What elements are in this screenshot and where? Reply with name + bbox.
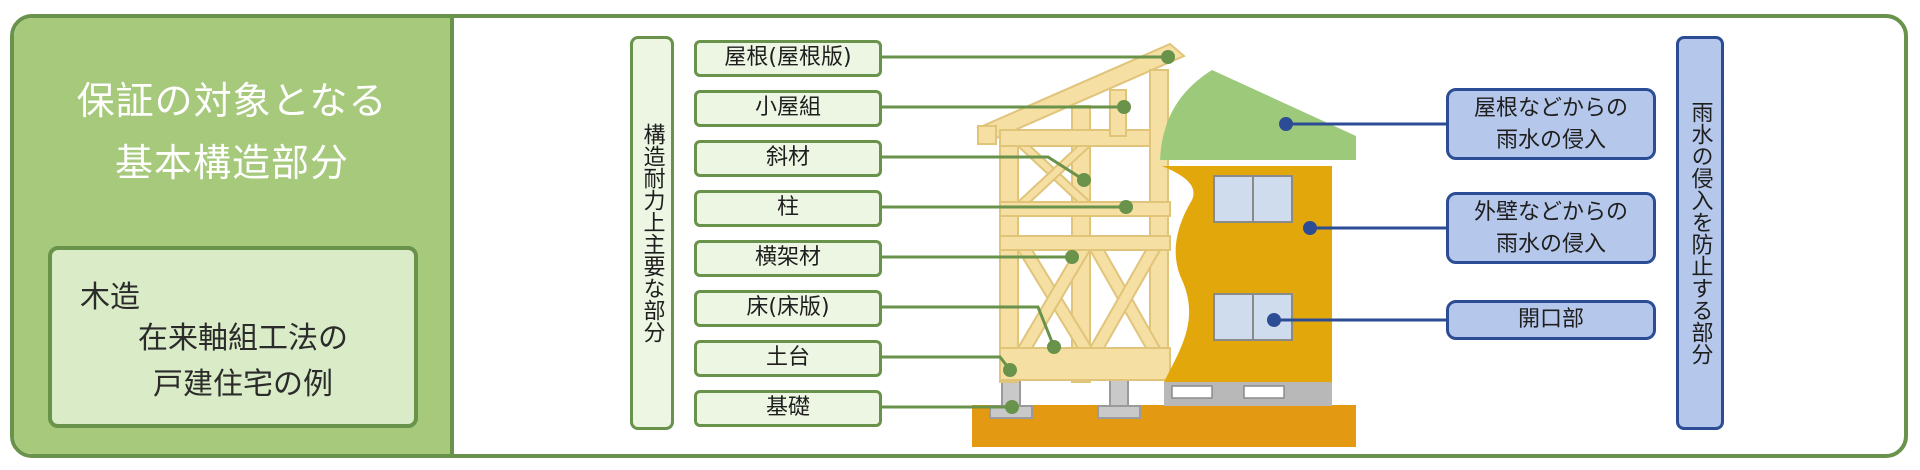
label-openings: 開口部 [1446, 300, 1656, 340]
structural-group-label: 構造耐力上主要な部分 [630, 36, 674, 430]
example-label: 木造 [80, 280, 140, 315]
label-roof-rain: 屋根などからの 雨水の侵入 [1446, 88, 1656, 160]
vents [1171, 385, 1285, 399]
label-foundation: 基礎 [694, 390, 882, 427]
label-roof-slab: 屋根(屋根版) [694, 40, 882, 77]
wooden-frame [976, 42, 1186, 383]
ground [972, 405, 1356, 447]
window-upper [1213, 175, 1293, 223]
example-description: 在来軸組工法の 戸建住宅の例 [138, 321, 348, 402]
label-wall-rain: 外壁などからの 雨水の侵入 [1446, 192, 1656, 264]
roof [1160, 70, 1356, 166]
label-column: 柱 [694, 190, 882, 227]
structural-leader-dots [1003, 50, 1175, 414]
structural-leader-lines [882, 55, 1168, 409]
example-box: 木造 在来軸組工法の 戸建住宅の例 [48, 246, 418, 428]
foundation [989, 377, 1141, 419]
label-diagonal-brace: 斜材 [694, 140, 882, 177]
rain-leader-lines [1274, 122, 1446, 322]
diagram-title: 保証の対象となる 基本構造部分 [76, 79, 388, 185]
rain-group-label: 雨水の侵入を防止する部分 [1676, 36, 1724, 430]
rain-leader-dots [1267, 117, 1317, 327]
label-sill: 土台 [694, 340, 882, 377]
label-roof-framing: 小屋組 [694, 90, 882, 127]
title-panel: 保証の対象となる 基本構造部分 木造 在来軸組工法の 戸建住宅の例 [14, 18, 454, 454]
label-floor-slab: 床(床版) [694, 290, 882, 327]
label-horizontal-member: 横架材 [694, 240, 882, 277]
